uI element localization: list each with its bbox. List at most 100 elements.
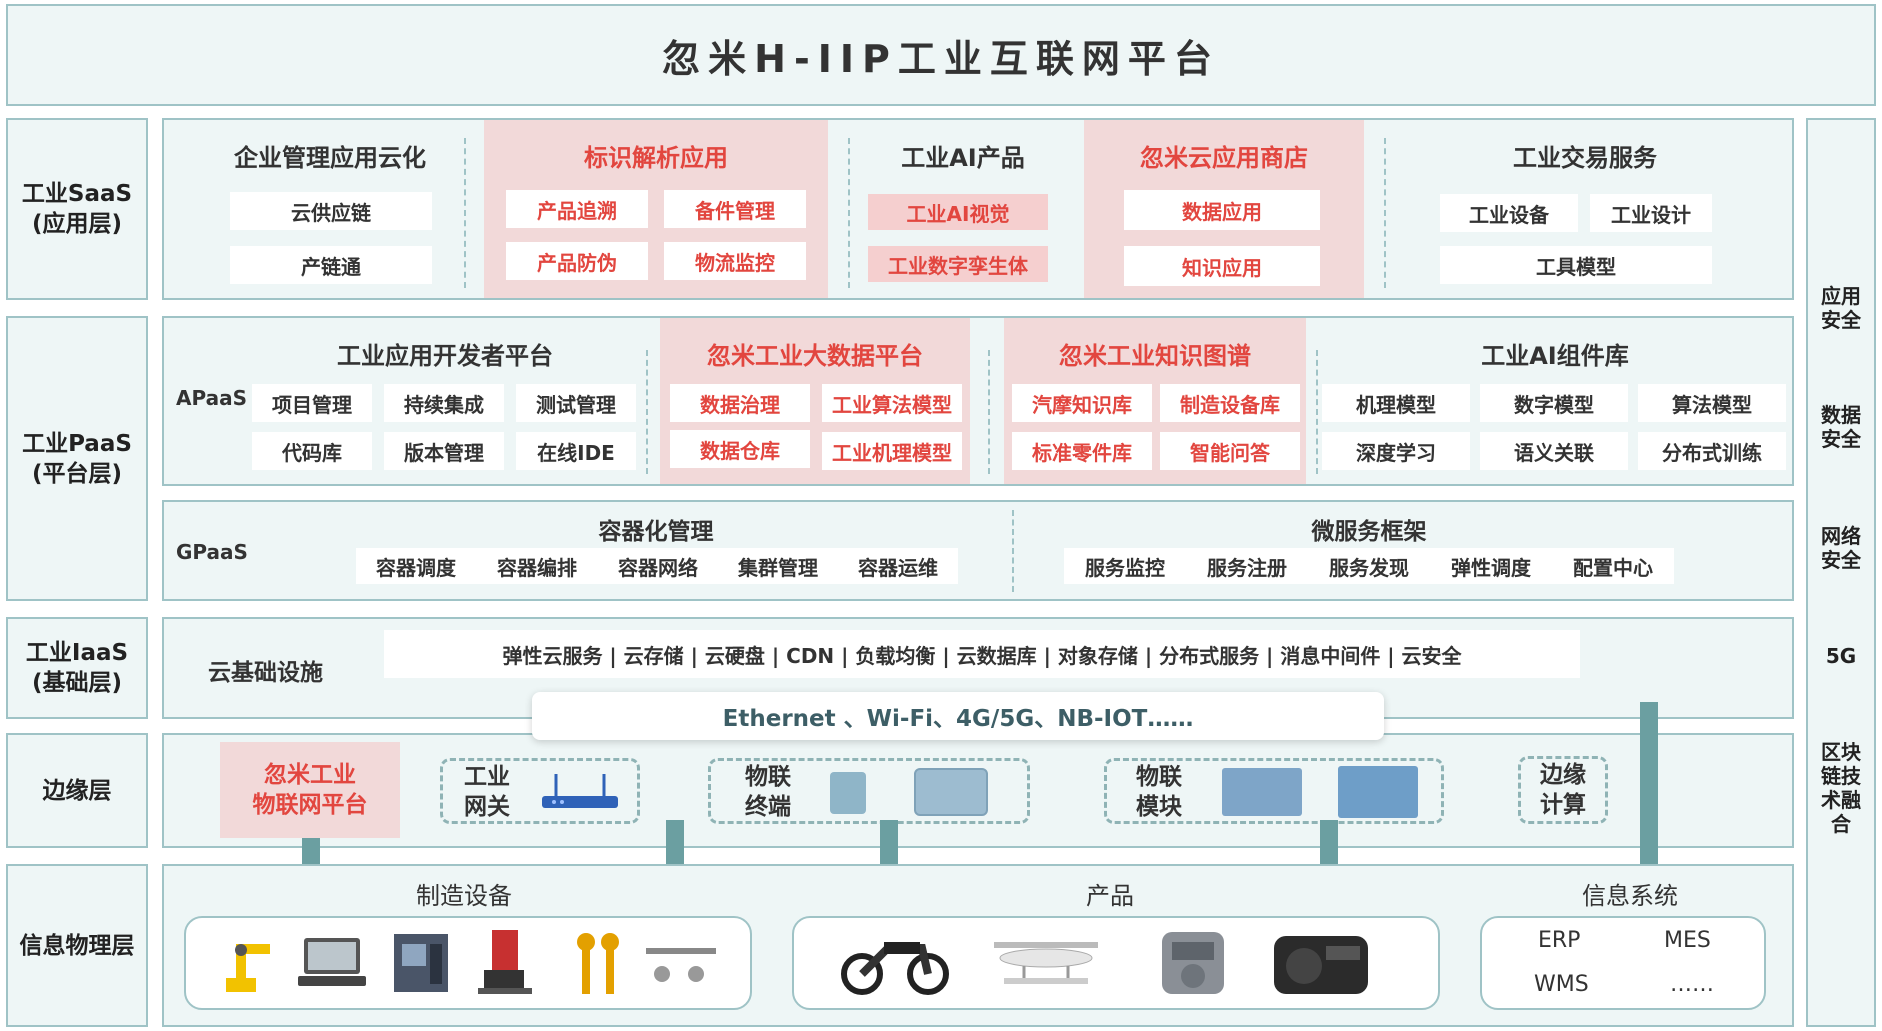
divider xyxy=(1012,510,1014,592)
apaas-chip[interactable]: 持续集成 xyxy=(384,384,504,422)
gpaas-chip[interactable]: 容器运维 xyxy=(838,548,958,584)
layer-edge: 边缘层 xyxy=(6,733,148,848)
apaas-chip[interactable]: 数字模型 xyxy=(1480,384,1628,422)
divider xyxy=(988,350,990,474)
apaas-group-title: 忽米工业知识图谱 xyxy=(1059,342,1251,370)
connector xyxy=(1640,702,1658,870)
connector xyxy=(1320,820,1338,870)
apaas-group-title: 工业应用开发者平台 xyxy=(337,342,553,370)
apaas-group-title: 忽米工业大数据平台 xyxy=(707,342,923,370)
saas-chip[interactable]: 产品防伪 xyxy=(506,242,648,280)
layer-iaas: 工业IaaS (基础层) xyxy=(6,617,148,719)
module-board-icon xyxy=(1222,768,1302,816)
edge-module-box[interactable] xyxy=(1104,758,1444,824)
saas-chip[interactable]: 云供应链 xyxy=(230,192,432,230)
security-5g: 5G xyxy=(1825,644,1857,668)
info-systems-box xyxy=(1480,916,1766,1010)
apaas-chip[interactable]: 测试管理 xyxy=(516,384,636,422)
edge-iot-platform[interactable]: 忽米工业 物联网平台 xyxy=(220,742,400,838)
apaas-chip[interactable]: 算法模型 xyxy=(1638,384,1786,422)
divider xyxy=(646,350,648,474)
edge-terminal-label: 物联 终端 xyxy=(745,764,791,820)
apaas-chip[interactable]: 分布式训练 xyxy=(1638,432,1786,470)
apaas-chip[interactable]: 语义关联 xyxy=(1480,432,1628,470)
saas-chip[interactable]: 物流监控 xyxy=(664,242,806,280)
connector xyxy=(880,820,898,870)
generator-engine-icon xyxy=(1264,922,1378,1004)
layer-saas: 工业SaaS (应用层) xyxy=(6,118,148,300)
cps-products-title: 产品 xyxy=(1086,882,1134,910)
edge-compute-box[interactable] xyxy=(1518,756,1608,824)
apaas-chip[interactable]: 标准零件库 xyxy=(1012,432,1152,470)
apaas-chip[interactable]: 版本管理 xyxy=(384,432,504,470)
terminal-icon xyxy=(914,768,988,816)
edge-compute-label: 边缘 计算 xyxy=(1540,762,1586,818)
iaas-services: 弹性云服务 | 云存储 | 云硬盘 | CDN | 负载均衡 | 云数据库 | … xyxy=(384,630,1580,678)
edge-module-label: 物联 模块 xyxy=(1136,764,1182,820)
apaas-chip[interactable]: 智能问答 xyxy=(1160,432,1300,470)
divider xyxy=(1384,138,1386,288)
layer-cps: 信息物理层 xyxy=(6,864,148,1027)
arduino-board-icon xyxy=(1338,766,1418,818)
saas-group-title: 企业管理应用云化 xyxy=(234,144,426,172)
apaas-chip[interactable]: 深度学习 xyxy=(1322,432,1470,470)
apaas-chip[interactable]: 机理模型 xyxy=(1322,384,1470,422)
gpaas-chip[interactable]: 容器编排 xyxy=(476,548,598,584)
info-wms: WMS xyxy=(1534,972,1589,997)
saas-chip[interactable]: 工具模型 xyxy=(1440,246,1712,284)
cnc-machine-icon xyxy=(388,928,454,998)
divider xyxy=(848,138,850,288)
gpaas-chip[interactable]: 服务注册 xyxy=(1186,548,1308,584)
gpaas-chip[interactable]: 弹性调度 xyxy=(1430,548,1552,584)
apaas-chip[interactable]: 工业机理模型 xyxy=(822,432,962,470)
title-bar: 忽米H-IIP工业互联网平台 xyxy=(6,4,1876,106)
saas-chip[interactable]: 产链通 xyxy=(230,246,432,284)
apaas-chip[interactable]: 数据仓库 xyxy=(670,430,810,468)
gpaas-chip[interactable]: 服务监控 xyxy=(1064,548,1186,584)
saas-chip[interactable]: 工业设备 xyxy=(1440,194,1578,232)
probe-sensor-icon xyxy=(640,938,722,988)
gpaas-chip[interactable]: 容器调度 xyxy=(356,548,476,584)
laptop-icon xyxy=(296,934,368,992)
security-app: 应用 安全 xyxy=(1821,284,1861,332)
network-label: Ethernet 、Wi-Fi、4G/5G、NB-IOT…… xyxy=(722,706,1194,732)
gpaas-chip[interactable]: 服务发现 xyxy=(1308,548,1430,584)
saas-group-title: 忽米云应用商店 xyxy=(1140,144,1308,172)
edge-gateway-box[interactable] xyxy=(440,758,640,824)
saas-chip[interactable]: 知识应用 xyxy=(1124,246,1320,286)
gpaas-label: GPaaS xyxy=(176,540,248,564)
saas-group-title: 工业AI产品 xyxy=(901,144,1025,172)
saas-chip[interactable]: 备件管理 xyxy=(664,190,806,228)
apaas-chip[interactable]: 数据治理 xyxy=(670,384,810,422)
apaas-chip[interactable]: 制造设备库 xyxy=(1160,384,1300,422)
security-column xyxy=(1806,118,1876,1027)
saas-chip[interactable]: 产品追溯 xyxy=(506,190,648,228)
sensor-icon xyxy=(830,772,866,814)
robot-arm-icon xyxy=(212,930,274,996)
forklift-icon xyxy=(474,926,536,998)
gpaas-group-title: 容器化管理 xyxy=(598,519,714,545)
apaas-chip[interactable]: 项目管理 xyxy=(252,384,372,422)
manufacturing-box xyxy=(184,916,752,1010)
apaas-chip[interactable]: 汽摩知识库 xyxy=(1012,384,1152,422)
saas-chip[interactable]: 工业设计 xyxy=(1590,194,1712,232)
info-erp: ERP xyxy=(1538,928,1581,953)
divider xyxy=(464,138,466,288)
saas-chip[interactable]: 数据应用 xyxy=(1124,190,1320,230)
gpaas-chip[interactable]: 集群管理 xyxy=(718,548,838,584)
edge-gateway-label: 工业 网关 xyxy=(464,764,510,820)
apaas-chip[interactable]: 在线IDE xyxy=(516,432,636,470)
apaas-chip[interactable]: 工业算法模型 xyxy=(822,384,962,422)
edge-terminal-box[interactable] xyxy=(708,758,1030,824)
connector xyxy=(666,820,684,870)
gpaas-chip[interactable]: 容器网络 xyxy=(598,548,718,584)
gpaas-chip[interactable]: 配置中心 xyxy=(1552,548,1674,584)
info-mes: MES xyxy=(1664,928,1711,953)
apaas-chip[interactable]: 代码库 xyxy=(252,432,372,470)
flex-sensor-icon xyxy=(570,930,628,998)
saas-chip[interactable]: 工业数字孪生体 xyxy=(868,246,1048,282)
gpaas-group-title: 微服务框架 xyxy=(1311,519,1427,545)
saas-chip[interactable]: 工业AI视觉 xyxy=(868,194,1048,230)
cps-manufacturing-title: 制造设备 xyxy=(416,882,512,910)
cps-info-title: 信息系统 xyxy=(1582,882,1678,910)
